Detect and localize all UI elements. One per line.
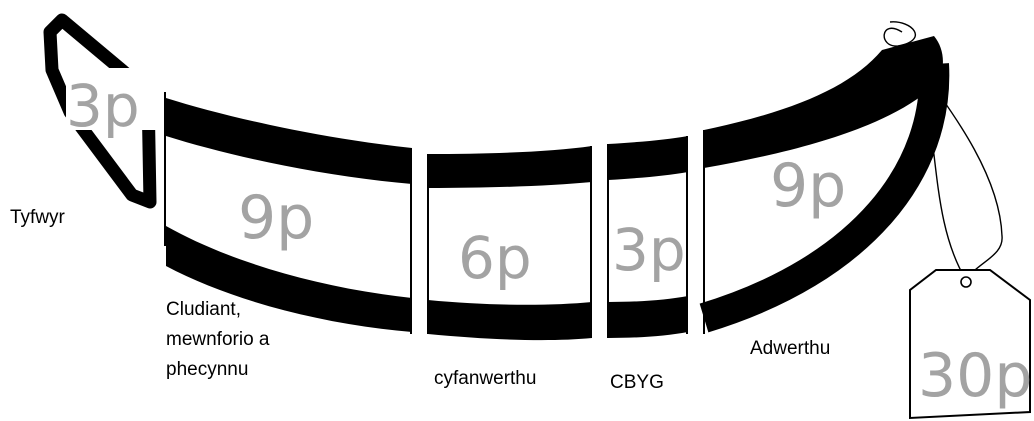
segment-wholesale-price: 6p [458, 224, 532, 292]
label-vat: CBYG [610, 372, 664, 393]
segment-vat-top-band [608, 136, 688, 180]
segment-transport: 9p [164, 92, 412, 334]
segment-wholesale-top-band [428, 146, 592, 188]
segment-retail: 9p [699, 36, 950, 334]
segment-wholesale-bottom-band [428, 300, 592, 341]
segment-grower-price-patch [66, 68, 156, 130]
segment-grower-price: 3p [66, 72, 140, 140]
price-tag-outline [909, 269, 1031, 420]
segment-retail-price: 9p [770, 151, 846, 221]
segment-retail-top-band [704, 36, 943, 168]
label-transport: Cludiant, mewnforio a phecynnu [166, 299, 270, 380]
price-tag-total: 30p [918, 341, 1032, 411]
label-wholesale: cyfanwerthu [434, 368, 537, 389]
segment-transport-bottom-band [166, 226, 412, 332]
segment-vat: 3p [607, 136, 688, 338]
tag-string [883, 21, 1003, 281]
segment-vat-bottom-band [608, 296, 688, 338]
label-retail: Adwerthu [750, 338, 831, 359]
price-tag-hole [960, 276, 972, 288]
segment-transport-price: 9p [238, 183, 314, 253]
segment-transport-top-band [166, 98, 412, 184]
segment-vat-price: 3p [612, 216, 686, 284]
label-grower: Tyfwyr [10, 207, 65, 228]
segment-grower: 3p [43, 13, 157, 209]
segment-wholesale: 6p [427, 146, 592, 341]
stalk-stub [886, 74, 904, 104]
segment-retail-outer-edge [699, 63, 950, 333]
price-tag: 30p [909, 269, 1032, 420]
